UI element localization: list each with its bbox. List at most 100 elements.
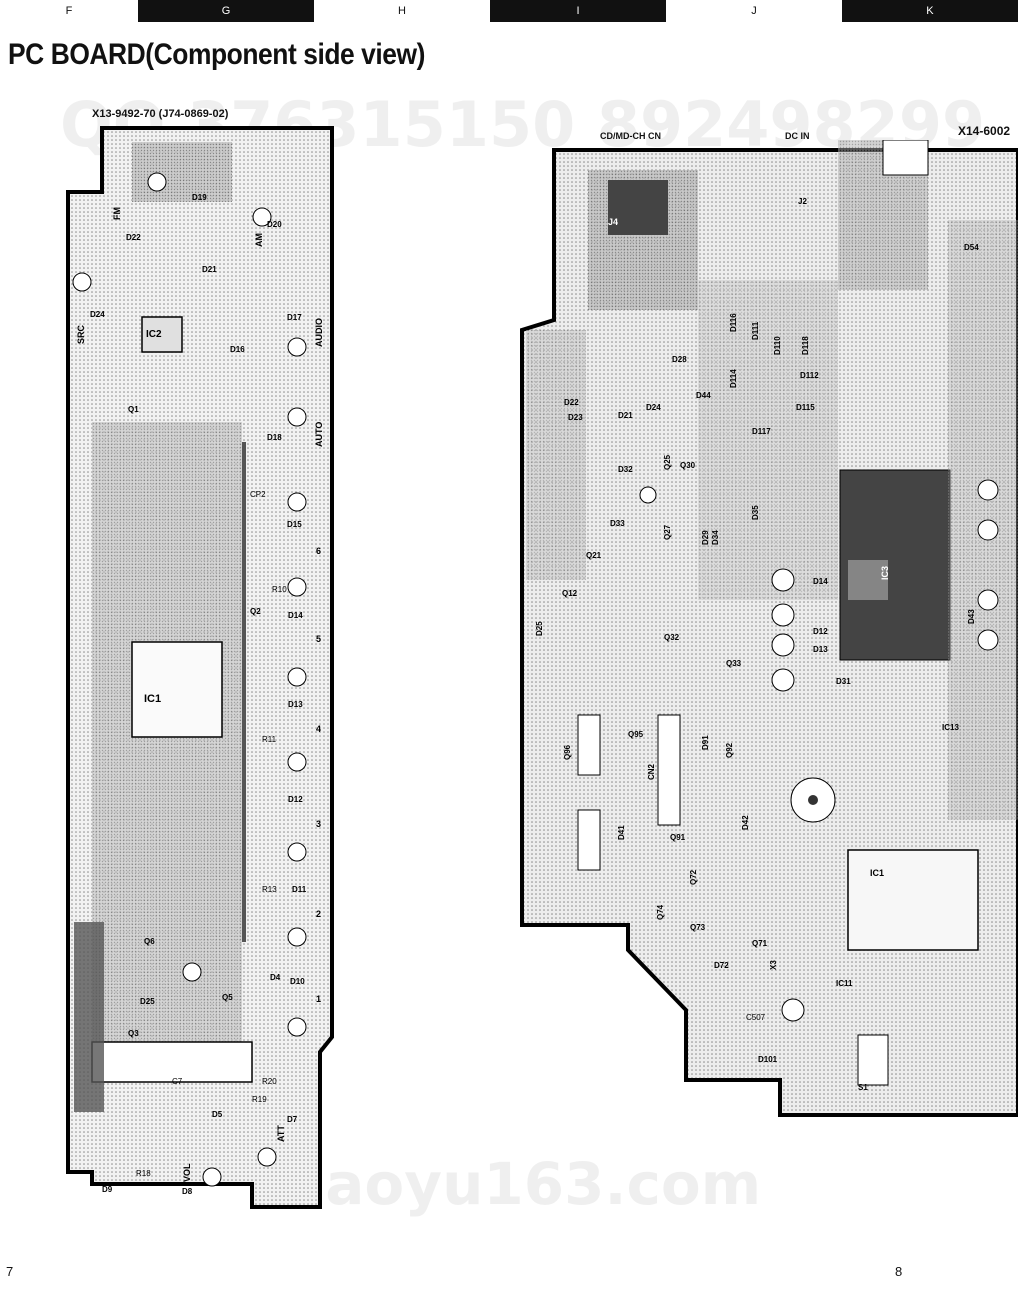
- d20-label: D20: [267, 220, 282, 229]
- q25-label: Q25: [663, 454, 672, 470]
- d31-label: D31: [836, 677, 851, 686]
- cp2-label: CP2: [250, 490, 266, 499]
- q95-label: Q95: [628, 730, 644, 739]
- d24-r-label: D24: [646, 403, 661, 412]
- preset-3-label: 3: [316, 819, 321, 829]
- d4-label: D4: [270, 973, 281, 982]
- d42-label: D42: [741, 815, 750, 830]
- ic1-r-label: IC1: [870, 868, 884, 878]
- preset-2-label: 2: [316, 909, 321, 919]
- right-board-label: X14-6002: [958, 124, 1011, 138]
- q71-label: Q71: [752, 939, 768, 948]
- d23-label: D23: [568, 413, 583, 422]
- q32-label: Q32: [664, 633, 680, 642]
- q73-label: Q73: [690, 923, 706, 932]
- ic2-label: IC2: [146, 329, 162, 340]
- q1-label: Q1: [128, 405, 139, 414]
- q92-label: Q92: [725, 742, 734, 758]
- d116-label: D116: [729, 313, 738, 332]
- d12-r-label: D12: [813, 627, 828, 636]
- d41-label: D41: [617, 825, 626, 840]
- d8-label: D8: [182, 1187, 193, 1196]
- d24-label: D24: [90, 310, 105, 319]
- d44-label: D44: [696, 391, 711, 400]
- left-pc-board: IC1 IC2 D19 D22 D20 D21 D24 D17 D16 Q1 D…: [66, 126, 334, 1209]
- d54-label: D54: [964, 243, 979, 252]
- ruler-cell-f: F: [0, 0, 139, 22]
- d32-label: D32: [618, 465, 633, 474]
- d33-label: D33: [610, 519, 625, 528]
- q33-label: Q33: [726, 659, 742, 668]
- ic13-label: IC13: [942, 723, 959, 732]
- d110-label: D110: [773, 336, 782, 355]
- page-number-left: 7: [6, 1264, 14, 1279]
- preset-5-label: 5: [316, 634, 321, 644]
- j4-label: J4: [608, 217, 618, 227]
- d114-label: D114: [729, 369, 738, 388]
- d5-label: D5: [212, 1110, 223, 1119]
- d14-label: D14: [288, 611, 303, 620]
- ic1-label: IC1: [144, 693, 161, 705]
- d13-r-label: D13: [813, 645, 828, 654]
- auto-label: AUTO: [314, 422, 324, 447]
- d117-label: D117: [752, 427, 771, 436]
- q12-label: Q12: [562, 589, 578, 598]
- j2-label: J2: [798, 197, 807, 206]
- d21-label: D21: [202, 265, 217, 274]
- right-pc-board: J4 J2 D54 D116 D111 D110 D118 D28 D44 D1…: [520, 140, 1018, 1117]
- dc-in-label: DC IN: [785, 131, 810, 141]
- d28-label: D28: [672, 355, 687, 364]
- preset-6-label: 6: [316, 546, 321, 556]
- ruler-cell-i: I: [490, 0, 666, 22]
- cn2-label: CN2: [647, 763, 656, 780]
- d10-label: D10: [290, 977, 305, 986]
- am-label: AM: [254, 233, 264, 247]
- d22-label: D22: [126, 233, 141, 242]
- r19-label: R19: [252, 1095, 267, 1104]
- q5-label: Q5: [222, 993, 233, 1002]
- q74-label: Q74: [656, 904, 665, 920]
- vol-label: VOL: [182, 1163, 192, 1182]
- d19-label: D19: [192, 193, 207, 202]
- d12-label: D12: [288, 795, 303, 804]
- fm-label: FM: [112, 207, 122, 220]
- q3-label: Q3: [128, 1029, 139, 1038]
- r10-label: R10: [272, 585, 287, 594]
- page-title: PC BOARD(Component side view): [8, 38, 426, 71]
- d11-label: D11: [292, 885, 307, 894]
- q27-label: Q27: [663, 524, 672, 540]
- s1-label: S1: [858, 1083, 868, 1092]
- grid-ruler: F G H I J K: [0, 0, 1018, 22]
- q6-label: Q6: [144, 937, 155, 946]
- d72-label: D72: [714, 961, 729, 970]
- d34-label: D34: [711, 530, 720, 545]
- audio-label: AUDIO: [314, 318, 324, 347]
- d16-label: D16: [230, 345, 245, 354]
- preset-4-label: 4: [316, 724, 321, 734]
- page-number-right: 8: [895, 1264, 903, 1279]
- ruler-cell-j: J: [666, 0, 842, 22]
- d25-r-label: D25: [535, 621, 544, 636]
- ic11-label: IC11: [836, 979, 853, 988]
- q21-label: Q21: [586, 551, 602, 560]
- x3-label: X3: [769, 960, 778, 970]
- d25-label: D25: [140, 997, 155, 1006]
- d13-label: D13: [288, 700, 303, 709]
- d35-label: D35: [751, 505, 760, 520]
- d7-label: D7: [287, 1115, 298, 1124]
- ruler-cell-g: G: [138, 0, 315, 22]
- d115-label: D115: [796, 403, 815, 412]
- q30-label: Q30: [680, 461, 696, 470]
- d43-label: D43: [967, 609, 976, 624]
- d17-label: D17: [287, 313, 302, 322]
- src-label: SRC: [76, 324, 86, 344]
- watermark-bottom: xiaoyu163.com: [268, 1150, 762, 1218]
- q72-label: Q72: [689, 869, 698, 885]
- cd-md-ch-cn-label: CD/MD-CH CN: [600, 131, 661, 141]
- r18-label: R18: [136, 1169, 151, 1178]
- d22-r-label: D22: [564, 398, 579, 407]
- left-board-label: X13-9492-70 (J74-0869-02): [92, 108, 229, 120]
- ic3-label: IC3: [880, 566, 890, 580]
- c7-label: C7: [172, 1077, 183, 1086]
- d15-label: D15: [287, 520, 302, 529]
